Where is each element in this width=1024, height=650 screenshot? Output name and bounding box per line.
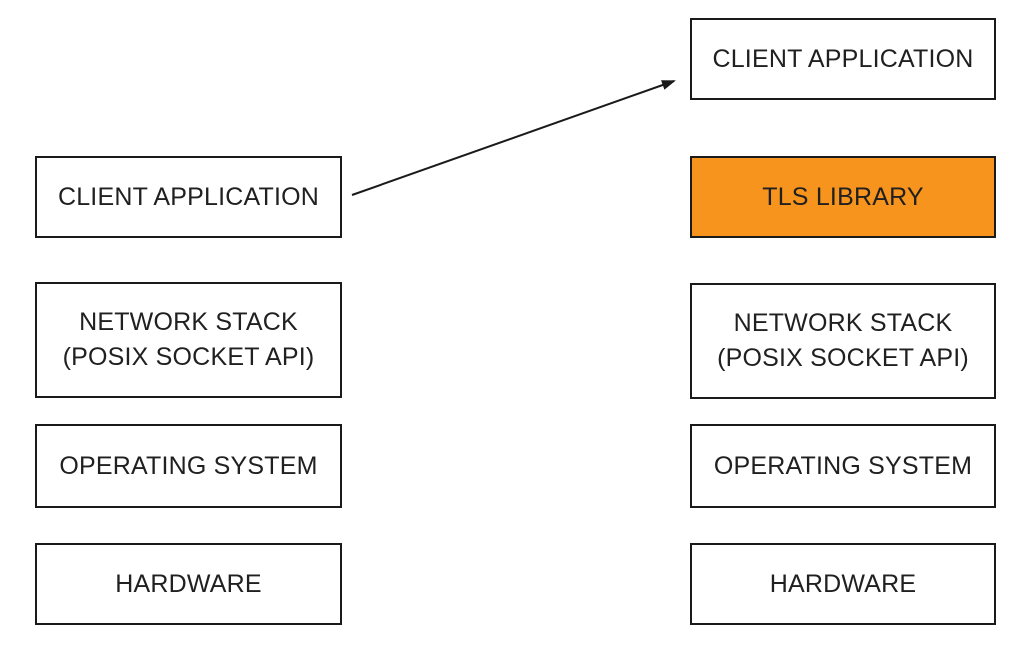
box-right-operating-system: OPERATING SYSTEM <box>690 424 996 508</box>
box-right-network-stack: NETWORK STACK (POSIX SOCKET API) <box>690 283 996 399</box>
box-right-client-application: CLIENT APPLICATION <box>690 18 996 100</box>
box-left-hardware: HARDWARE <box>35 543 342 625</box>
box-left-client-application: CLIENT APPLICATION <box>35 156 342 238</box>
box-left-operating-system: OPERATING SYSTEM <box>35 424 342 508</box>
box-left-network-stack: NETWORK STACK (POSIX SOCKET API) <box>35 282 342 398</box>
arrow-line <box>351 80 676 196</box>
box-right-tls-library: TLS LIBRARY <box>690 156 996 238</box>
box-right-hardware: HARDWARE <box>690 543 996 625</box>
